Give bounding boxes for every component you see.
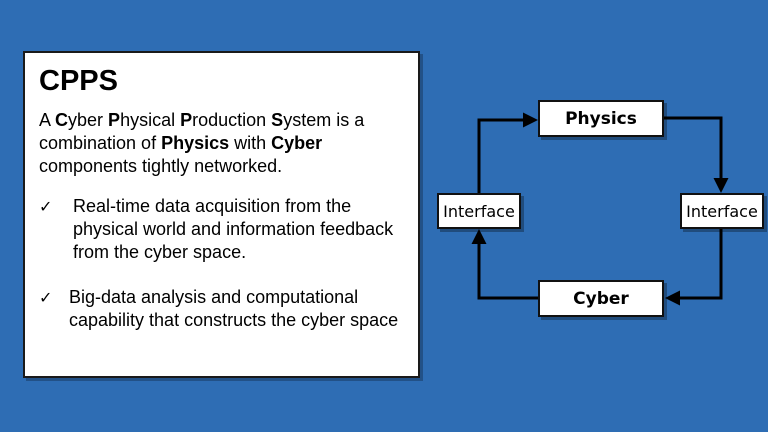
arrow-physics-to-interface-right: [664, 116, 729, 193]
intro-bold-segment: C: [55, 110, 69, 130]
intro-segment: ystem is a combination of: [39, 110, 365, 153]
interface-right-node: Interface: [680, 193, 764, 229]
card-title: CPPS: [39, 65, 118, 97]
bullet-text-1: Real-time data acquisition from the phys…: [73, 196, 394, 262]
physics-node: Physics: [538, 100, 664, 137]
intro-bold-segment: Physics: [161, 133, 230, 153]
intro-segment: yber: [68, 110, 109, 130]
intro-bold-segment: S: [271, 110, 284, 130]
bullet-item-1: ✓ Real-time data acquisition from the ph…: [39, 195, 419, 267]
cyber-node: Cyber: [538, 280, 664, 317]
intro-segment: components tightly networked.: [39, 156, 283, 176]
check-icon: ✓: [39, 197, 53, 216]
intro-bold-segment: Cyber: [271, 133, 323, 153]
intro-segment: roduction: [192, 110, 272, 130]
intro-segment: with: [229, 133, 272, 153]
cpps-card: CPPS A Cyber Physical Production System …: [23, 51, 420, 378]
intro-text: A Cyber Physical Production System is a …: [39, 109, 409, 178]
intro-bold-segment: P: [108, 110, 121, 130]
check-icon: ✓: [39, 288, 53, 307]
arrow-interface-right-to-cyber: [665, 229, 723, 306]
arrow-cyber-to-interface-left: [471, 229, 538, 300]
bullet-item-2: ✓ Big-data analysis and computational ca…: [39, 286, 419, 358]
intro-bold-segment: P: [180, 110, 193, 130]
intro-segment: A: [39, 110, 56, 130]
bullet-text-2: Big-data analysis and computational capa…: [69, 287, 399, 330]
intro-segment: hysical: [120, 110, 181, 130]
interface-left-node: Interface: [437, 193, 521, 229]
arrow-interface-left-to-physics: [477, 112, 538, 193]
